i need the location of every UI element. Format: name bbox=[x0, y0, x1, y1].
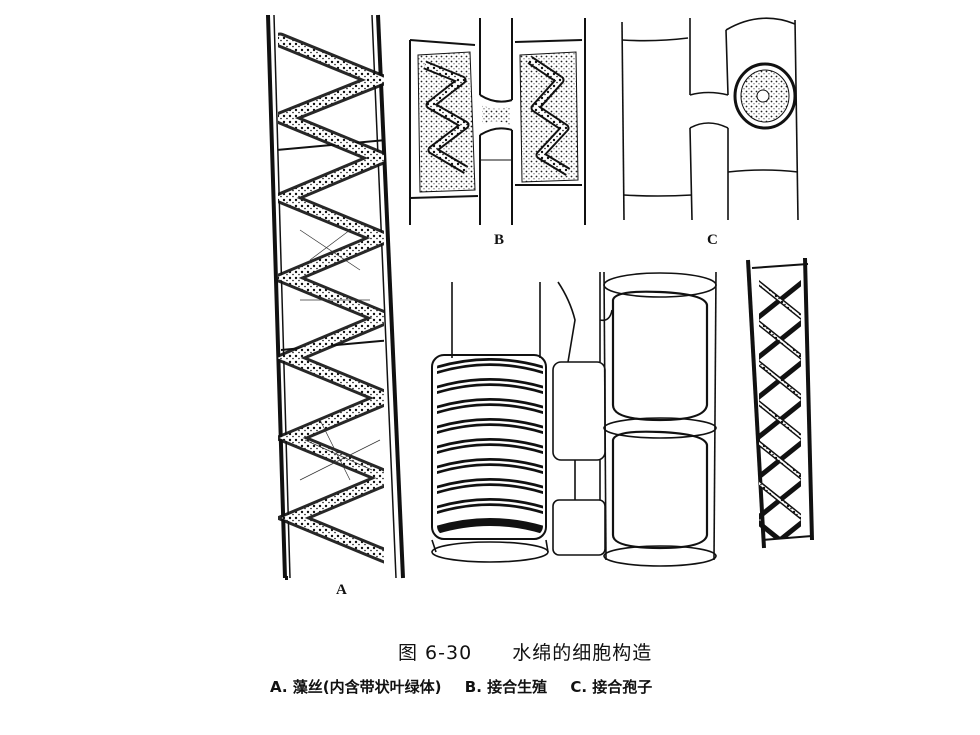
panel-c-right-filament bbox=[746, 257, 814, 549]
panel-c-zygospore bbox=[621, 17, 799, 221]
caption-item-b: B. 接合生殖 bbox=[464, 678, 548, 696]
figure-title: 水绵的细胞构造 bbox=[512, 642, 653, 664]
figure-number: 图 6-30 bbox=[398, 642, 473, 664]
panel-label-b: B bbox=[494, 232, 505, 248]
panel-label-c: C bbox=[707, 232, 718, 248]
panel-c-lower-cells bbox=[431, 271, 717, 567]
panel-label-a: A bbox=[336, 582, 347, 598]
panel-b-conjugation bbox=[409, 18, 586, 225]
figure-caption-legend: A. 藻丝(内含带状叶绿体) B. 接合生殖 C. 接合孢子 bbox=[270, 676, 850, 697]
caption-item-a: A. 藻丝(内含带状叶绿体) bbox=[270, 678, 442, 696]
caption-item-c: C. 接合孢子 bbox=[570, 678, 653, 696]
figure-caption-title: 图 6-30 水绵的细胞构造 bbox=[398, 638, 718, 665]
panel-a-filament bbox=[266, 14, 405, 580]
